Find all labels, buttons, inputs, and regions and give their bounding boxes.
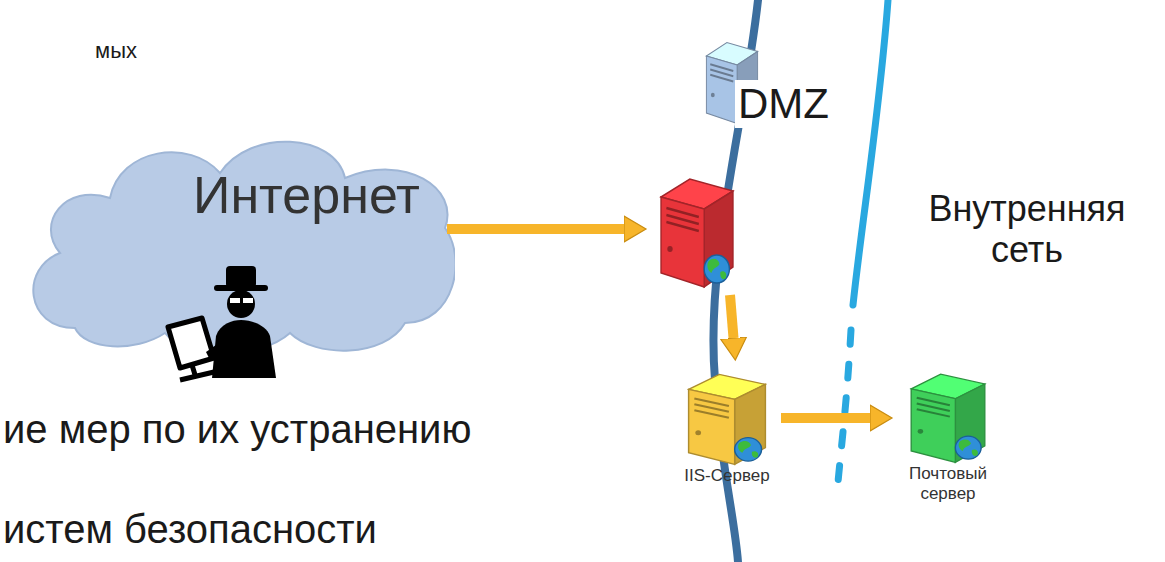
server-side xyxy=(704,191,733,287)
globe xyxy=(955,436,981,459)
server-side xyxy=(735,384,766,464)
text-label: DMZ xyxy=(735,80,832,128)
power-button xyxy=(695,430,701,435)
cloud-outline xyxy=(33,142,455,354)
server-side xyxy=(955,384,984,462)
flow-arrow xyxy=(447,224,624,234)
server-icon xyxy=(902,366,994,464)
server-shape xyxy=(661,179,733,287)
text-label: Внутренняя сеть xyxy=(898,188,1156,271)
internal-boundary xyxy=(853,0,888,305)
server-front xyxy=(911,389,955,463)
text-label: мых xyxy=(95,38,137,63)
glasses xyxy=(230,298,240,303)
power-button xyxy=(711,93,715,98)
flow-arrow xyxy=(730,295,734,338)
text-label: истем безопасности xyxy=(3,506,377,552)
power-button xyxy=(667,246,672,252)
server-label: IIS-Сервер xyxy=(679,466,775,486)
globe xyxy=(735,438,762,461)
server-icon xyxy=(652,169,742,289)
drive-slot xyxy=(694,410,729,418)
server-node: Почтовый сервер xyxy=(894,362,1002,507)
monitor-stand xyxy=(180,365,214,380)
globe-land xyxy=(707,259,726,279)
server-label: Почтовый сервер xyxy=(898,464,998,503)
power-button xyxy=(918,429,924,434)
globe-land xyxy=(738,441,758,458)
node-title: Интернет xyxy=(193,166,420,226)
server-shape xyxy=(689,374,766,464)
drive-slot xyxy=(917,409,950,416)
server-shape xyxy=(911,374,985,462)
server-front xyxy=(689,389,735,464)
server-front xyxy=(706,56,737,124)
hat-crown xyxy=(226,266,256,288)
server-node: IIS-Сервер xyxy=(675,362,779,490)
text-label: ие мер по их устранению xyxy=(3,406,471,452)
arm xyxy=(206,345,224,360)
glasses xyxy=(243,298,253,303)
flow-arrow xyxy=(781,413,870,423)
drive-slot xyxy=(666,222,698,231)
server-icon xyxy=(679,366,775,466)
globe xyxy=(704,255,729,283)
head xyxy=(227,290,255,318)
internal-boundary-dashed xyxy=(838,330,851,482)
server-front xyxy=(661,197,704,287)
drive-slot xyxy=(710,75,733,82)
server-node xyxy=(648,165,746,293)
globe-land xyxy=(959,439,978,456)
